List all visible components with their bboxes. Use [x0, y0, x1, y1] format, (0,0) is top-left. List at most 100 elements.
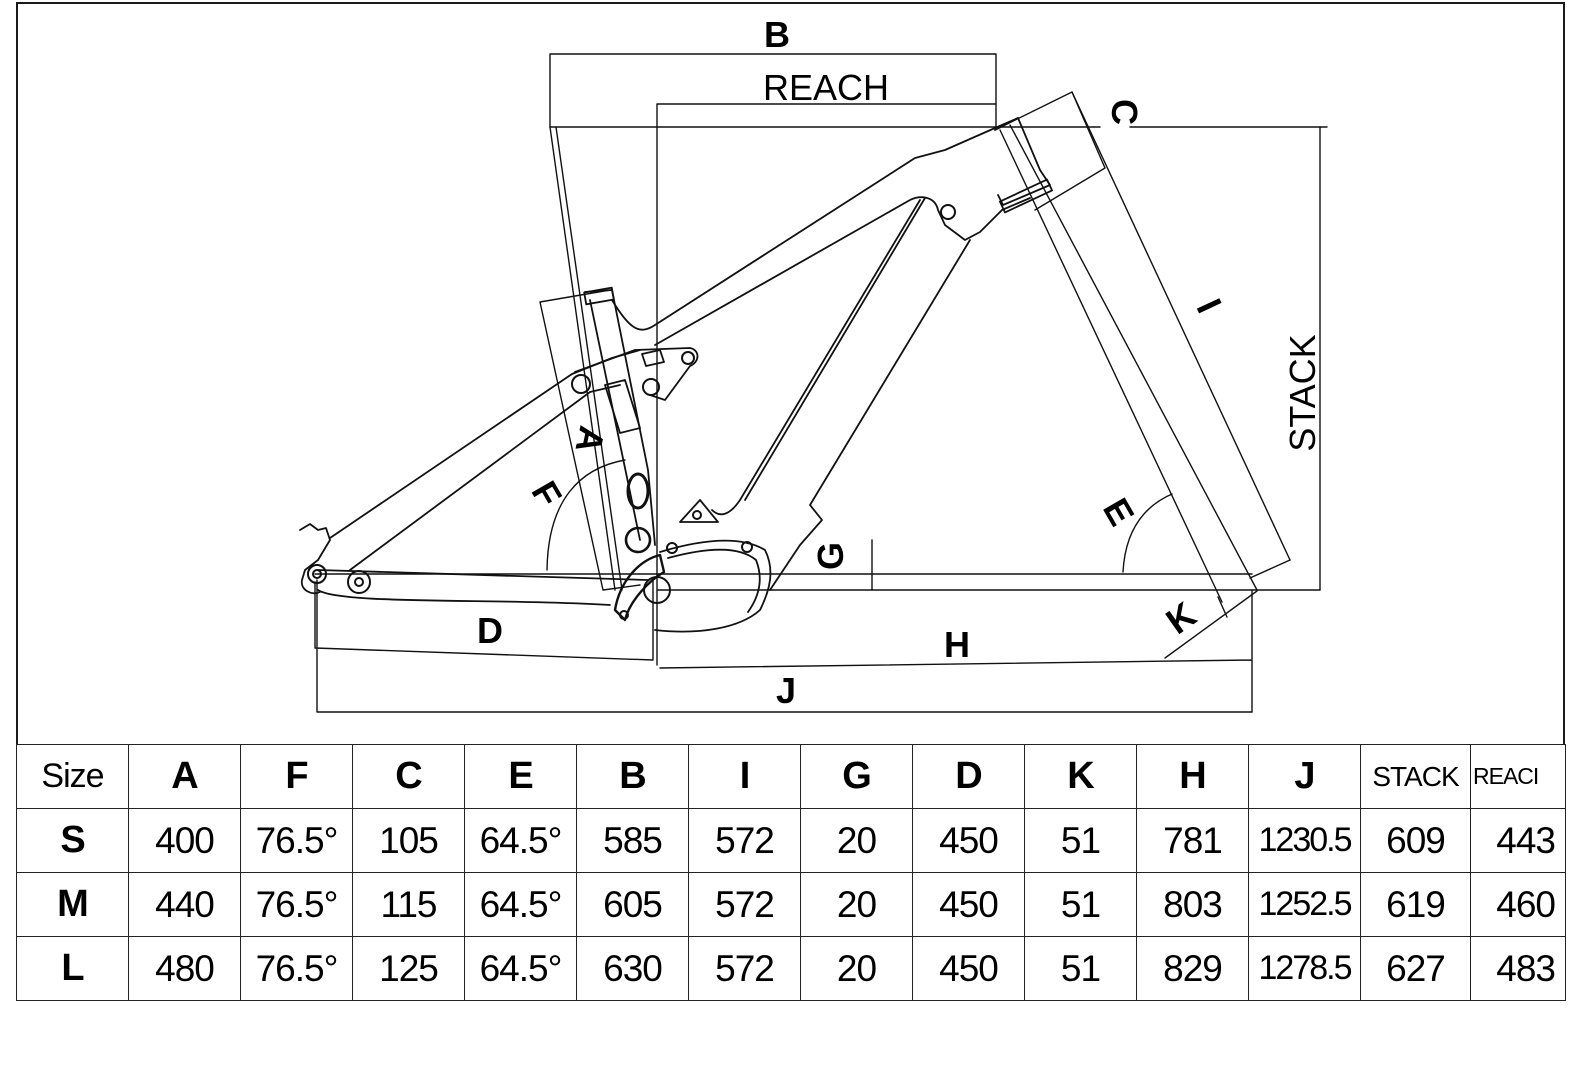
size-cell: L: [16, 936, 129, 1001]
cell-b: 585: [576, 808, 689, 873]
cell-k: 51: [1024, 936, 1137, 1001]
cell-h: 829: [1136, 936, 1249, 1001]
dim-i-line: [1071, 91, 1291, 561]
rear-axle-inner: [312, 569, 322, 579]
chainstay-pivot-inner: [354, 577, 364, 587]
shock-mount: [626, 472, 650, 510]
cell-i: 572: [688, 808, 801, 873]
header-i: I: [688, 744, 801, 809]
label-b: B: [764, 14, 790, 55]
dim-j-line: [316, 579, 1253, 713]
cell-reach: 483: [1470, 936, 1566, 1001]
cell-i: 572: [688, 936, 801, 1001]
header-g: G: [800, 744, 913, 809]
down-tube-upper: [711, 199, 921, 516]
motor-bolt-2: [741, 541, 753, 553]
rocker-link: [574, 347, 699, 401]
motor-bolt-1: [666, 542, 678, 554]
bb-gusset: [679, 499, 719, 523]
angle-e-arc: [1122, 493, 1173, 573]
shock-body: [604, 379, 641, 434]
frame-geometry-diagram: B REACH C I STACK A F E G K D H J: [299, 14, 1328, 713]
dim-h-line: [659, 589, 1253, 713]
cell-d: 450: [912, 808, 1025, 873]
head-tube: [994, 117, 1051, 206]
header-j: J: [1248, 744, 1361, 809]
cell-i: 572: [688, 872, 801, 937]
label-f: F: [524, 474, 571, 514]
cell-stack: 619: [1360, 872, 1471, 937]
cell-f: 76.5°: [240, 808, 353, 873]
table-row: S 400 76.5° 105 64.5° 585 572 20 450 51 …: [16, 808, 1566, 873]
header-size: Size: [16, 744, 129, 809]
seatstay-pivot: [571, 374, 591, 394]
cell-a: 440: [128, 872, 241, 937]
label-g: G: [810, 542, 851, 570]
dim-i-end: [1249, 559, 1291, 579]
cell-f: 76.5°: [240, 872, 353, 937]
header-a: A: [128, 744, 241, 809]
seat-tube-axis: [549, 126, 623, 591]
label-stack: STACK: [1282, 334, 1323, 451]
cell-reach: 460: [1470, 872, 1566, 937]
cell-j: 1252.5: [1248, 872, 1361, 937]
diagram-frame: [16, 2, 1565, 744]
guide-bolt: [619, 610, 629, 620]
cell-c: 115: [352, 872, 465, 937]
geometry-table: Size A F C E B I G D K H J STACK REACI S…: [16, 744, 1566, 1001]
label-j: J: [776, 670, 796, 711]
chain-stay-upper: [317, 569, 649, 581]
table-row: L 480 76.5° 125 64.5° 630 572 20 450 51 …: [16, 936, 1566, 1001]
cell-f: 76.5°: [240, 936, 353, 1001]
steering-axis-2: [1009, 124, 1258, 591]
header-stack: STACK: [1360, 744, 1471, 809]
label-c: C: [1104, 99, 1145, 125]
frame-outline: [299, 117, 1053, 633]
cell-g: 20: [800, 808, 913, 873]
label-d: D: [477, 610, 503, 651]
down-tube-lower: [769, 239, 971, 591]
cell-h: 803: [1136, 872, 1249, 937]
header-b: B: [576, 744, 689, 809]
down-tube-inner: [744, 197, 926, 501]
chainstay-pivot: [347, 570, 371, 594]
label-h: H: [944, 624, 970, 665]
cell-b: 605: [576, 872, 689, 937]
header-c: C: [352, 744, 465, 809]
size-cell: M: [16, 872, 129, 937]
header-reach: REACI: [1470, 744, 1566, 809]
label-a: A: [567, 423, 613, 457]
cell-g: 20: [800, 872, 913, 937]
cell-stack: 609: [1360, 808, 1471, 873]
label-reach: REACH: [763, 67, 889, 108]
seat-tube-outer: [584, 289, 656, 546]
cell-a: 400: [128, 808, 241, 873]
label-i: I: [1189, 293, 1230, 319]
top-tube: [611, 117, 1019, 331]
rocker-pivot: [642, 378, 660, 396]
cell-e: 64.5°: [464, 808, 577, 873]
motor-housing: [654, 539, 772, 633]
header-d: D: [912, 744, 1025, 809]
header-f: F: [240, 744, 353, 809]
cell-a: 480: [128, 936, 241, 1001]
cell-k: 51: [1024, 872, 1137, 937]
pivots: [307, 204, 956, 620]
seat-stay-lower: [349, 384, 621, 571]
header-e: E: [464, 744, 577, 809]
cell-b: 630: [576, 936, 689, 1001]
cell-reach: 443: [1470, 808, 1566, 873]
rocker-bolt: [681, 351, 695, 365]
angle-f-arc: [546, 459, 626, 571]
cell-g: 20: [800, 936, 913, 1001]
cell-stack: 627: [1360, 936, 1471, 1001]
cell-e: 64.5°: [464, 872, 577, 937]
rear-axle: [307, 564, 327, 584]
dim-b-line: [549, 53, 997, 128]
cell-k: 51: [1024, 808, 1137, 873]
top-tube-lower: [654, 196, 1031, 346]
header-k: K: [1024, 744, 1137, 809]
seat-clamp: [583, 286, 615, 306]
main-pivot: [624, 526, 652, 554]
table-header-row: Size A F C E B I G D K H J STACK REACI: [16, 744, 1566, 809]
